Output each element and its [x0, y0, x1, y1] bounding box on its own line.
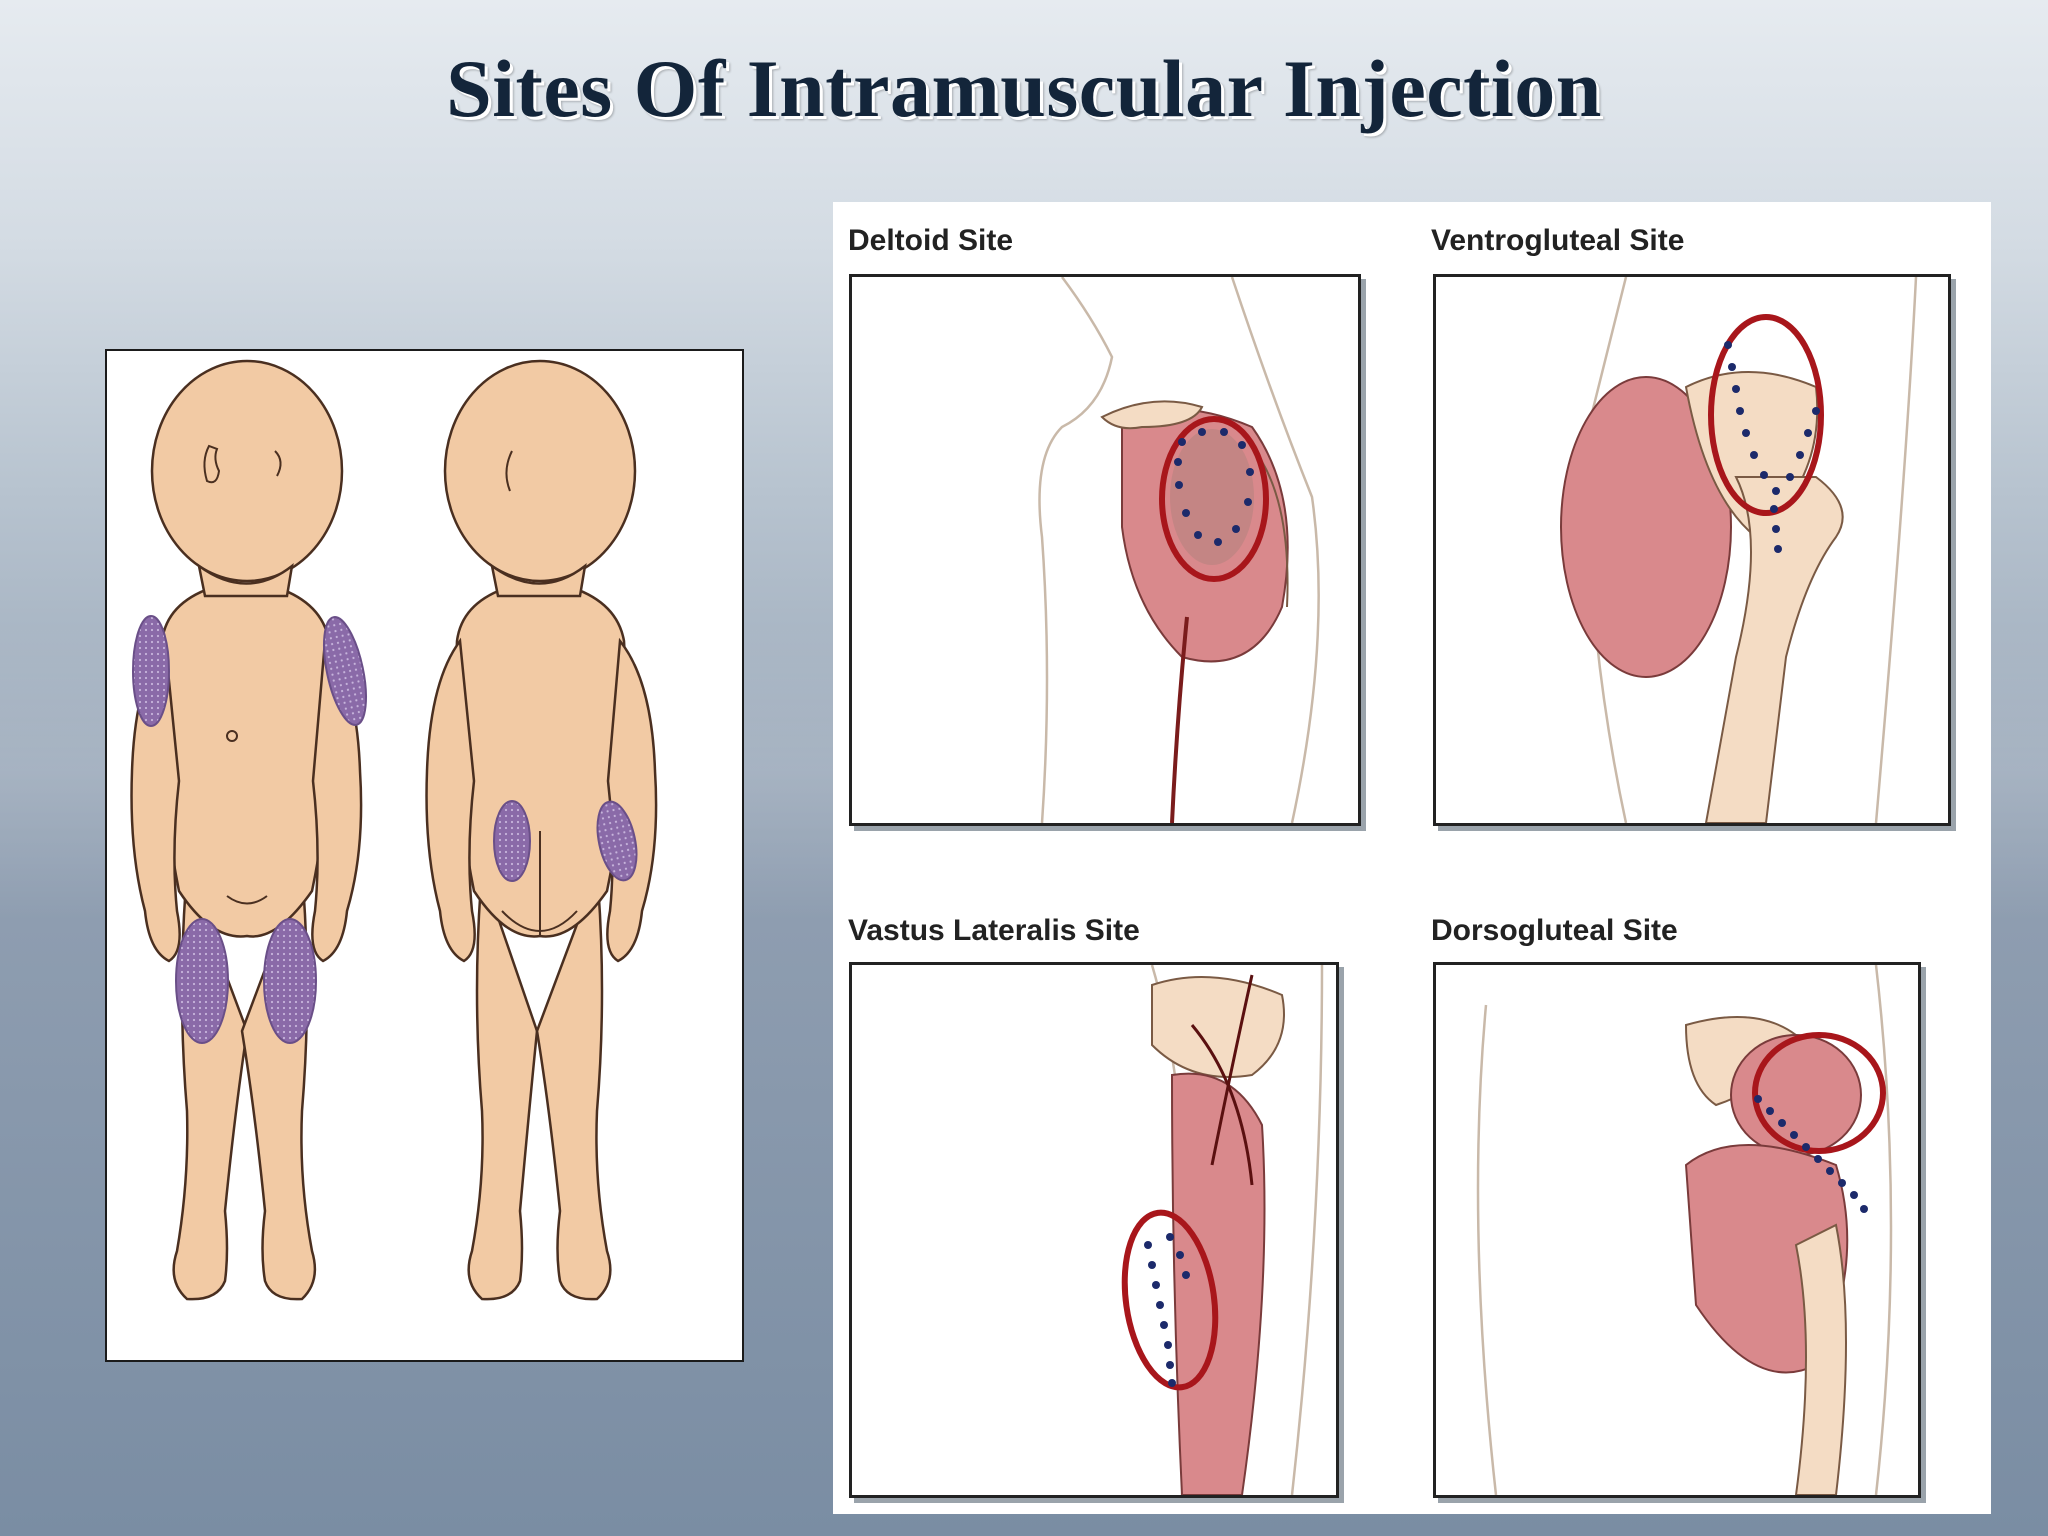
site-front-left-thigh	[175, 918, 229, 1044]
vastus-lateralis-illustration	[1121, 965, 1324, 1495]
ventrogluteal-site-panel	[1433, 274, 1951, 826]
infant-injection-sites-figure	[105, 349, 744, 1362]
infant-illustration	[130, 359, 658, 1301]
dorsogluteal-site-label: Dorsogluteal Site	[1431, 914, 1678, 947]
infant-front-details	[203, 444, 282, 905]
dorsogluteal-target-ring	[1752, 1032, 1886, 1154]
site-front-right-thigh	[263, 918, 317, 1044]
vastus-lateralis-target-dots	[1144, 1233, 1190, 1387]
ventrogluteal-target-ring	[1708, 314, 1824, 516]
deltoid-site-panel	[849, 274, 1361, 826]
ventrogluteal-site-label: Ventrogluteal Site	[1431, 224, 1685, 257]
ventrogluteal-target-dots	[1724, 341, 1820, 553]
infant-front-view	[130, 359, 363, 1301]
deltoid-illustration	[1038, 277, 1320, 823]
slide-title: Sites Of Intramuscular Injection	[446, 43, 1602, 134]
dorsogluteal-target-dots	[1754, 1095, 1868, 1213]
site-back-right-buttock	[596, 800, 638, 882]
deltoid-site-label: Deltoid Site	[848, 224, 1014, 257]
infant-back-details	[501, 450, 578, 936]
vastus-lateralis-site-label: Vastus Lateralis Site	[848, 914, 1140, 947]
site-back-left-buttock	[493, 800, 531, 882]
deltoid-target-ring	[1159, 416, 1269, 582]
vastus-lateralis-site-panel	[849, 962, 1339, 1498]
ventrogluteal-illustration	[1560, 277, 1918, 823]
site-front-left-arm	[132, 615, 170, 727]
deltoid-target-dots	[1174, 428, 1254, 546]
site-front-right-arm	[323, 616, 367, 726]
dorsogluteal-illustration	[1476, 965, 1893, 1495]
adult-injection-sites-figure: Deltoid Site Ventrogluteal Site	[833, 202, 1991, 1514]
vastus-lateralis-target-ring	[1121, 1209, 1219, 1391]
dorsogluteal-site-panel	[1433, 962, 1921, 1498]
